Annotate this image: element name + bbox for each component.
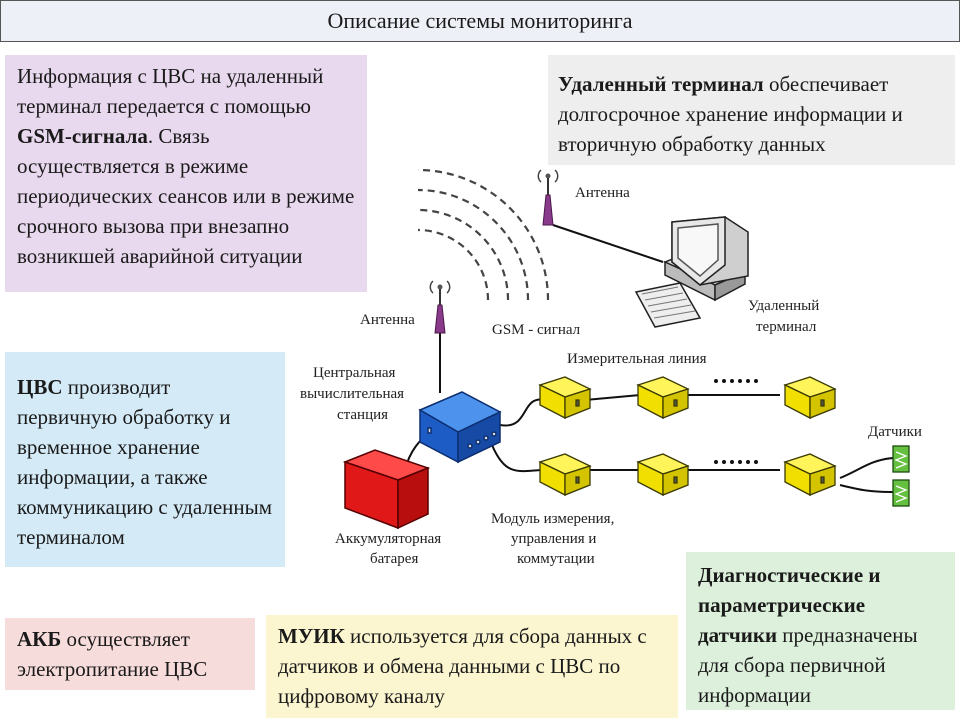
antenna-left-label: Антенна [360,312,415,328]
module-upper-1 [538,376,592,420]
module-boxes [538,376,837,497]
terminal-description-box: Удаленный терминал обеспечивает долгосро… [548,55,955,165]
remote-terminal-label-1: Удаленный [748,298,820,314]
remote-terminal-computer-icon [634,216,749,328]
page-title: Описание системы мониторинга [0,0,960,42]
sensor-cable-2 [839,484,894,493]
measure-line-upper [499,394,780,427]
cvs-description-box: ЦВС производит первичную обработку и вре… [5,352,285,567]
remote-terminal-label-2: терминал [756,319,817,335]
battery-label-2: батарея [370,551,419,567]
module-upper-2 [636,376,690,420]
central-station-label-2: вычислительная [300,386,405,402]
central-station-icon [418,391,502,464]
module-lower-1 [538,453,592,497]
antenna-terminal-cable [552,224,664,263]
sensors-text-bold: Диагностические и параметрические датчик… [698,563,881,647]
module-upper-3 [783,376,837,420]
module-label-1: Модуль измерения, [491,511,615,527]
antenna-top-icon [537,169,559,226]
terminal-text: обеспечивает долгосрочное хранение инфор… [558,72,903,156]
sensor-1 [892,445,910,473]
gsm-signal-label: GSM - сигнал [492,322,581,338]
muik-text: используется для сбора данных с датчиков… [278,624,647,708]
measure-line-label: Измерительная линия [567,351,707,367]
module-lower-2 [636,453,690,497]
gsm-text-1: Информация с ЦВС на удаленный терминал п… [17,64,324,118]
module-lower-3 [783,453,837,497]
antenna-left-icon [429,280,451,334]
central-station-label-3: станция [337,407,389,423]
gsm-text-2: . Связь осуществляется в режиме периодич… [17,124,355,268]
module-label-3: коммутации [517,551,595,567]
akb-description-box: АКБ осуществляет электропитание ЦВС [5,618,255,690]
muik-text-bold: МУИК [278,624,345,648]
sensors-text: предназначены для сбора первичной информ… [698,623,918,707]
cvs-text-bold: ЦВС [17,375,63,399]
gsm-text-bold: GSM-сигнала [17,124,148,148]
measure-line-lower [489,439,780,473]
gsm-signal-waves [417,168,550,301]
sensor-2 [892,479,910,507]
battery-icon [342,449,431,530]
cvs-text: производит первичную обработку и временн… [17,375,273,549]
gsm-description-box: Информация с ЦВС на удаленный терминал п… [5,55,367,292]
central-station-label-1: Центральная [313,365,396,381]
sensors-description-box: Диагностические и параметрические датчик… [686,552,955,710]
sensors-label: Датчики [868,424,922,440]
module-label-2: управления и [511,531,597,547]
measure-line-dots [714,379,758,464]
terminal-text-bold: Удаленный терминал [558,72,764,96]
muik-description-box: МУИК используется для сбора данных с дат… [266,615,678,718]
sensor-cable-1 [839,457,894,479]
battery-label-1: Аккумуляторная [335,531,442,547]
akb-text-bold: АКБ [17,627,62,651]
akb-text: осуществляет электропитание ЦВС [17,627,208,681]
antenna-top-label: Антенна [575,185,630,201]
sensor-icons [892,445,910,507]
